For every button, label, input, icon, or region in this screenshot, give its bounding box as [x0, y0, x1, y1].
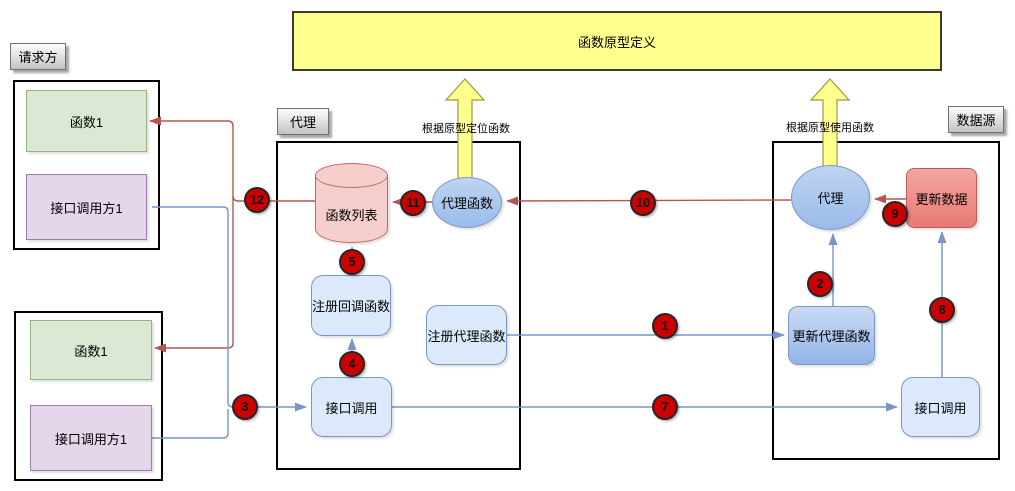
wire-caller1top-to-interfacecall [152, 206, 307, 412]
step-circle-10: 10 [630, 190, 656, 216]
step-circle-5: 5 [339, 249, 365, 275]
node-register-callback: 注册回调函数 [311, 275, 391, 336]
node-interface-caller1-bottom: 接口调用方1 [30, 405, 152, 471]
group-label-datasource: 数据源 [948, 106, 1004, 133]
caption-use-by-prototype: 根据原型使用函数 [786, 122, 874, 134]
node-interface-call-right: 接口调用 [901, 377, 980, 437]
node-proxy: 代理 [791, 165, 870, 230]
step-circle-1: 1 [652, 313, 678, 339]
wire-funclist-to-func1-bottom [154, 196, 234, 353]
node-function-list-cylinder: 函数列表 [315, 163, 388, 243]
step-circle-11: 11 [400, 190, 426, 216]
caption-locate-by-prototype: 根据原型定位函数 [422, 123, 510, 135]
node-function-list-label: 函数列表 [325, 208, 378, 223]
node-function1-bottom: 函数1 [30, 320, 152, 380]
node-interface-call-mid: 接口调用 [311, 377, 392, 437]
yellow-arrow-use [809, 78, 851, 168]
step-circle-8: 8 [929, 297, 955, 323]
step-circle-9: 9 [882, 201, 908, 227]
group-label-proxy: 代理 [277, 108, 329, 135]
node-proxy-function: 代理函数 [432, 177, 502, 228]
function-prototype-banner: 函数原型定义 [292, 11, 942, 71]
wire-caller1bottom-join [152, 409, 229, 439]
node-register-proxy-function: 注册代理函数 [426, 305, 507, 365]
step-circle-3: 3 [232, 394, 258, 420]
node-interface-caller1-top: 接口调用方1 [26, 174, 147, 240]
node-update-proxy-function: 更新代理函数 [788, 306, 875, 365]
node-function1-top: 函数1 [26, 90, 147, 152]
group-label-requester: 请求方 [10, 43, 66, 70]
node-update-data: 更新数据 [906, 168, 977, 228]
cylinder-top [315, 163, 388, 188]
step-circle-12: 12 [244, 187, 270, 213]
wire-funclist-to-func1-top [149, 116, 315, 202]
step-circle-2: 2 [807, 271, 833, 297]
yellow-arrow-locate [444, 78, 486, 180]
step-circle-4: 4 [339, 351, 365, 377]
step-circle-7: 7 [652, 394, 678, 420]
